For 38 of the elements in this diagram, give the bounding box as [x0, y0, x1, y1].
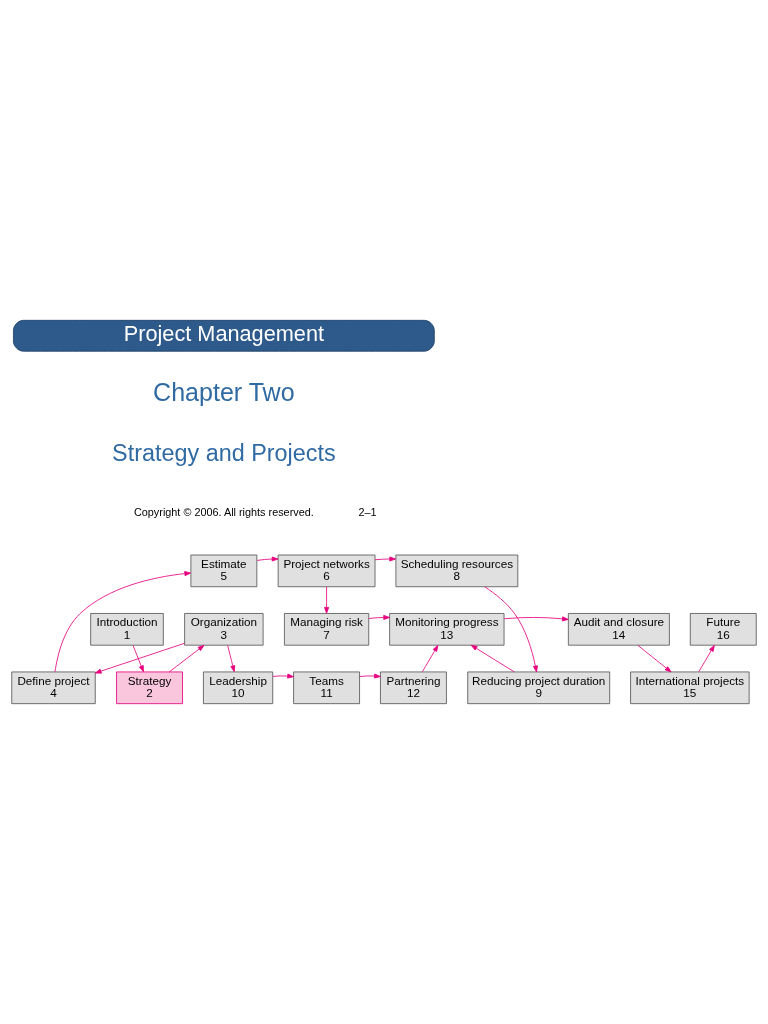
node-box: Organization 3 — [184, 613, 264, 646]
arrow — [324, 586, 330, 614]
arrow — [503, 616, 569, 622]
node-box: Reducing project duration 9 — [467, 671, 611, 705]
arrow — [637, 644, 672, 673]
node-box: Scheduling resources 8 — [395, 554, 519, 588]
arrow — [422, 644, 439, 673]
node-box: Introduction 1 — [90, 613, 164, 646]
node-box: Define project 4 — [11, 671, 96, 705]
node-box: Monitoring progress 13 — [389, 613, 505, 646]
arrow — [470, 644, 515, 673]
arrow — [227, 644, 236, 673]
label: 2–1 — [358, 506, 377, 519]
arrow — [368, 615, 390, 620]
arrow — [484, 586, 538, 673]
label: Strategy and Projects — [112, 439, 336, 466]
arrow — [256, 556, 279, 562]
node-box: Strategy 2 — [116, 671, 183, 705]
node-box: International projects 15 — [630, 671, 750, 705]
node-box: Managing risk 7 — [284, 613, 370, 646]
node-box: Partnering 12 — [380, 671, 447, 705]
arrow — [272, 673, 294, 679]
diagram-title: Project Management — [123, 321, 324, 347]
arrow — [54, 571, 192, 673]
node-box: Project networks 6 — [277, 554, 376, 588]
node-box: Teams 11 — [293, 671, 360, 705]
label: Chapter Two — [153, 378, 295, 407]
node-box: Future 16 — [689, 613, 757, 646]
label: Copyright © 2006. All rights reserved. — [133, 506, 314, 519]
node-box: Audit and closure 14 — [567, 613, 670, 646]
arrow — [698, 644, 715, 673]
arrow — [168, 644, 205, 673]
arrow — [374, 556, 397, 562]
arrow — [359, 673, 381, 679]
arrow — [94, 642, 185, 674]
node-box: Leadership 10 — [203, 671, 274, 705]
arrow — [132, 644, 144, 673]
node-box: Estimate 5 — [190, 554, 258, 588]
